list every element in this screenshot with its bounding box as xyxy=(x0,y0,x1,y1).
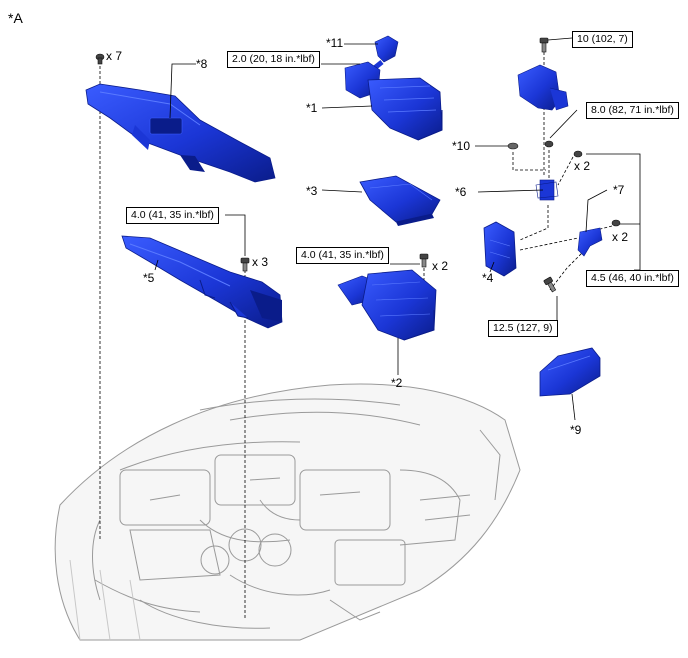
quantity-duct-bolts: x 3 xyxy=(252,255,269,269)
part-label-11: *11 xyxy=(326,36,344,50)
bolt-icon xyxy=(419,253,429,268)
part-9-cover xyxy=(539,347,601,397)
part-label-1: *1 xyxy=(306,101,318,115)
part-7-bracket xyxy=(577,227,603,257)
bolt-icon xyxy=(240,257,250,272)
torque-spec-ecu-nuts: 4.5 (46, 40 in.*lbf) xyxy=(586,270,679,287)
nut-icon xyxy=(573,150,583,158)
torque-spec-case-bolts: 4.0 (41, 35 in.*lbf) xyxy=(296,247,389,264)
bolt-icon xyxy=(539,37,549,53)
bolt-icon xyxy=(543,276,557,293)
torque-spec-bracket-bolt: 10 (102, 7) xyxy=(572,31,633,48)
part-label-5: *5 xyxy=(143,271,155,285)
part-label-6: *6 xyxy=(455,185,467,199)
nut-icon xyxy=(611,219,621,227)
part-label-9: *9 xyxy=(570,423,582,437)
torque-spec-nut: 8.0 (82, 71 in.*lbf) xyxy=(586,102,679,119)
torque-spec-ecu-bolt: 12.5 (127, 9) xyxy=(488,320,558,337)
quantity-clips: x 7 xyxy=(106,49,123,63)
part-label-7: *7 xyxy=(613,183,625,197)
quantity-nuts-upper: x 2 xyxy=(574,159,591,173)
part-label-3: *3 xyxy=(306,184,318,198)
part-label-8: *8 xyxy=(196,57,208,71)
torque-spec-hose-clamp: 2.0 (20, 18 in.*lbf) xyxy=(227,51,320,68)
part-4-ecu xyxy=(483,221,517,277)
part-5-intake-duct xyxy=(121,235,283,329)
part-3-air-filter-element xyxy=(359,175,441,226)
quantity-nuts-lower: x 2 xyxy=(612,230,629,244)
torque-spec-duct-bolts: 4.0 (41, 35 in.*lbf) xyxy=(126,207,219,224)
part-2-air-cleaner-case xyxy=(337,269,437,341)
clip-icon xyxy=(95,53,105,65)
quantity-case-bolts: x 2 xyxy=(432,259,449,273)
part-label-4: *4 xyxy=(482,271,494,285)
part-label-10: *10 xyxy=(452,139,471,153)
part-8-air-intake-duct xyxy=(85,83,276,183)
view-label: *A xyxy=(8,10,23,26)
grommet-icon xyxy=(507,142,519,150)
nut-icon xyxy=(544,140,554,148)
part-label-2: *2 xyxy=(391,376,403,390)
part-1-air-cleaner-cap xyxy=(344,61,443,141)
fasteners xyxy=(95,37,621,293)
part-6-bracket-upper xyxy=(517,64,569,201)
engine-bay-illustration xyxy=(54,383,521,641)
